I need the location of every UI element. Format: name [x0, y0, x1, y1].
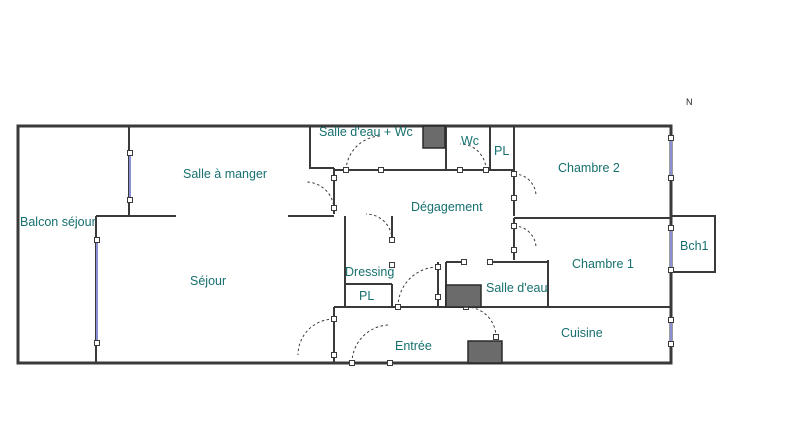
- north-indicator: N: [686, 97, 693, 107]
- room-label-dressing: Dressing: [345, 265, 394, 279]
- room-label-salle-deau: Salle d'eau: [486, 281, 548, 295]
- room-label-salle-eau-wc: Salle d'eau + Wc: [319, 125, 413, 139]
- shower-tray-bottom: [445, 284, 482, 308]
- room-label-salle-a-manger: Salle à manger: [183, 167, 267, 181]
- room-label-balcon-sejour: Balcon séjour: [20, 215, 96, 229]
- room-labels: Salle d'eau + Wc Wc PL Chambre 2 Salle à…: [20, 125, 709, 353]
- room-label-bch1: Bch1: [680, 239, 709, 253]
- room-label-degagement: Dégagement: [411, 200, 483, 214]
- room-label-sejour: Séjour: [190, 274, 226, 288]
- shower-tray-top: [422, 125, 446, 149]
- room-label-cuisine: Cuisine: [561, 326, 603, 340]
- room-label-pl-bottom: PL: [359, 289, 374, 303]
- room-label-wc: Wc: [461, 134, 479, 148]
- kitchen-appliance: [467, 340, 503, 364]
- room-label-entree: Entrée: [395, 339, 432, 353]
- room-label-chambre-1: Chambre 1: [572, 257, 634, 271]
- room-label-chambre-2: Chambre 2: [558, 161, 620, 175]
- windows: [96, 138, 672, 345]
- fixtures: [422, 125, 503, 364]
- room-label-pl-top: PL: [494, 144, 509, 158]
